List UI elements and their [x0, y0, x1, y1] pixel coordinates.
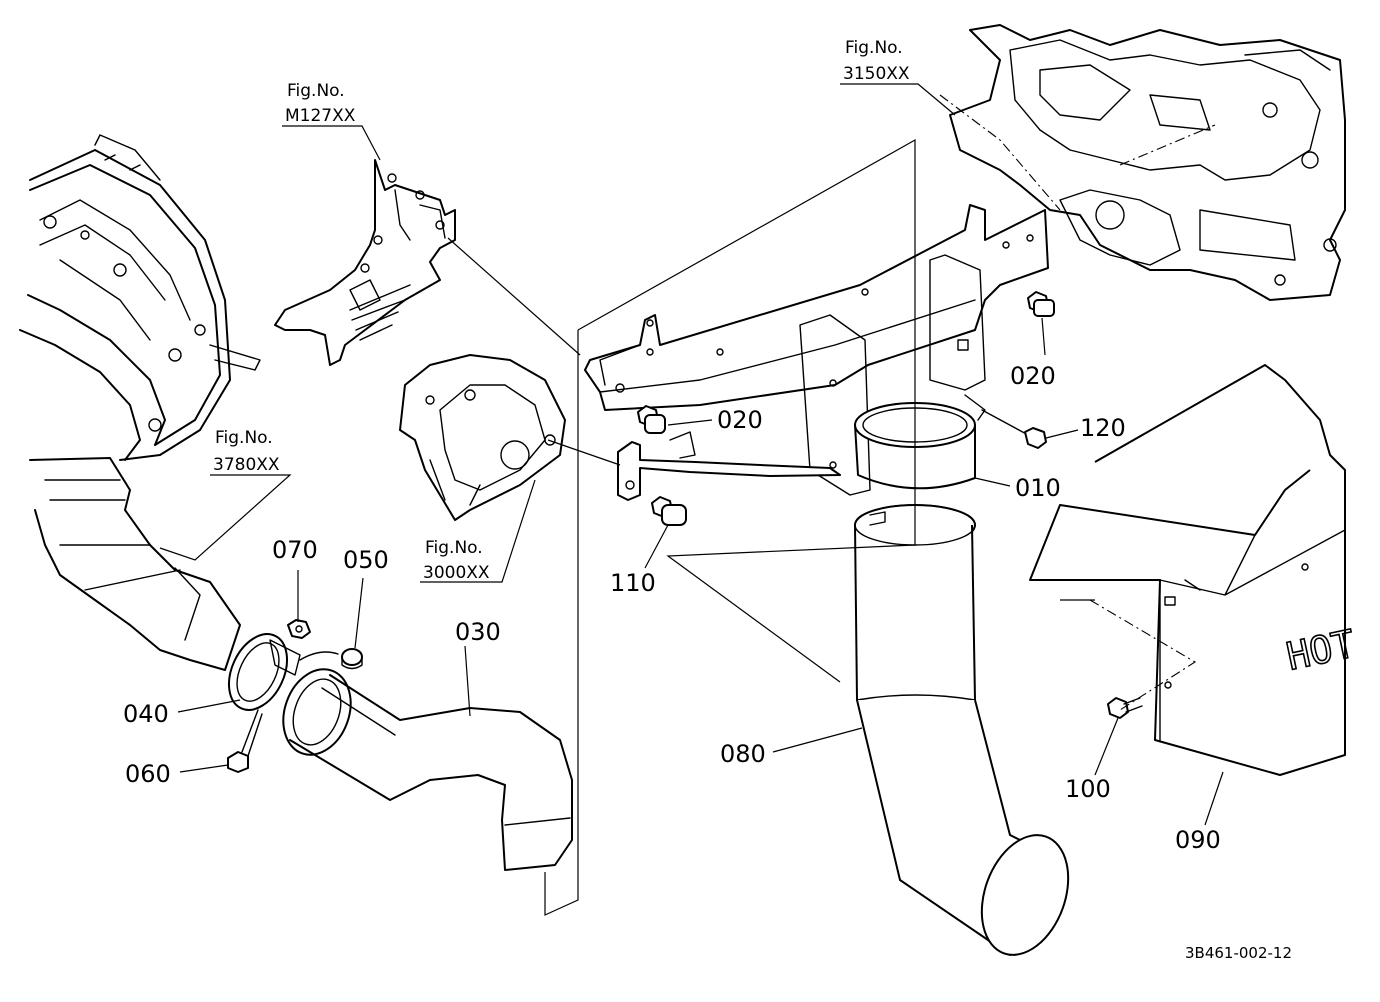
callout-100: 100	[1065, 717, 1119, 803]
part-label-070: 070	[272, 536, 318, 564]
part-label-030: 030	[455, 618, 501, 646]
callout-010: 010	[974, 474, 1061, 502]
part-100-bolt	[1107, 697, 1143, 719]
callout-040: 040	[123, 699, 241, 728]
part-030-exhaust-pipe	[282, 668, 573, 871]
drawing-code: 3B461-002-12	[1185, 944, 1292, 962]
fig-ref-3000-label: Fig.No.	[425, 538, 483, 558]
callout-020-upper: 020	[1010, 317, 1056, 390]
part-label-050: 050	[343, 546, 389, 574]
part-label-040: 040	[123, 700, 169, 728]
part-070-nut	[287, 619, 311, 639]
bracket-m127-assembly	[274, 159, 456, 366]
part-110-bolt	[651, 496, 687, 526]
part-label-110: 110	[610, 569, 656, 597]
fig-ref-m127: Fig.No. M127XX	[282, 81, 381, 161]
part-120-bolt	[981, 409, 1047, 449]
part-label-020-upper: 020	[1010, 362, 1056, 390]
part-label-120: 120	[1080, 414, 1126, 442]
callout-060: 060	[125, 760, 229, 788]
fig-ref-m127-label: Fig.No.	[287, 81, 345, 101]
fig-ref-3000-code: 3000XX	[423, 563, 490, 583]
fig-ref-m127-code: M127XX	[285, 106, 356, 126]
callout-030: 030	[455, 618, 501, 717]
part-label-060: 060	[125, 760, 171, 788]
callout-050: 050	[343, 546, 389, 649]
fig-ref-3780-label: Fig.No.	[215, 428, 273, 448]
callout-120: 120	[1045, 414, 1126, 442]
callout-090: 090	[1175, 771, 1224, 854]
fig-ref-3150: Fig.No. 3150XX	[840, 38, 956, 116]
fig-ref-3780: Fig.No. 3780XX	[159, 428, 292, 561]
dpf-muffler-assembly	[19, 134, 261, 671]
part-110-stay	[617, 431, 841, 501]
fig-ref-3150-code: 3150XX	[843, 64, 910, 84]
part-label-090: 090	[1175, 826, 1221, 854]
fig-ref-3780-code: 3780XX	[213, 455, 280, 475]
part-040-clamp	[227, 633, 301, 711]
fig-ref-3000: Fig.No. 3000XX	[420, 479, 536, 583]
part-label-100: 100	[1065, 775, 1111, 803]
callout-080: 080	[720, 727, 863, 768]
part-060-bolt	[227, 709, 263, 773]
assembly-guide-lines	[299, 94, 1216, 916]
housing-3000-assembly	[399, 354, 566, 521]
part-080-tail-pipe	[854, 504, 1070, 956]
part-020-bolt-lower	[637, 405, 666, 434]
fig-ref-3150-label: Fig.No.	[845, 38, 903, 58]
part-label-080: 080	[720, 740, 766, 768]
callout-020-lower: 020	[667, 406, 763, 434]
part-010-bracket	[584, 204, 1049, 496]
part-020-bolt-upper	[1027, 291, 1055, 317]
part-label-020-lower: 020	[717, 406, 763, 434]
part-090-heat-cover: HOT	[1029, 364, 1360, 776]
part-label-010: 010	[1015, 474, 1061, 502]
callout-070: 070	[272, 536, 318, 622]
callout-110: 110	[610, 524, 669, 597]
part-050-spacer	[341, 648, 363, 670]
